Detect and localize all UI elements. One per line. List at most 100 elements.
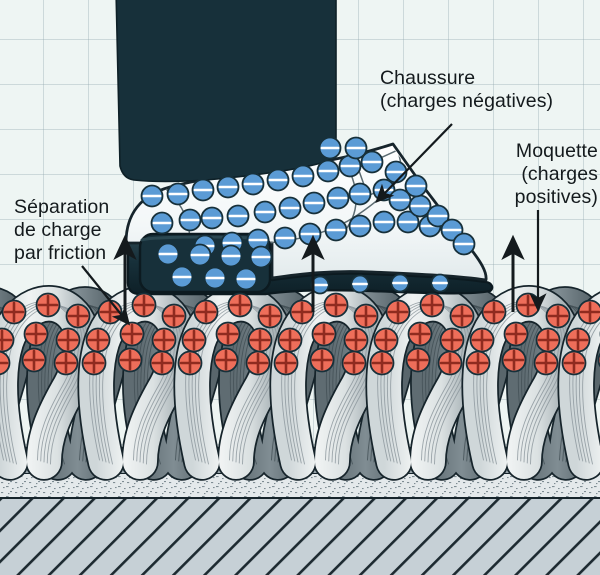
- positive-charge: [53, 350, 79, 376]
- positive-charge: [65, 303, 91, 329]
- negative-charge: [140, 184, 164, 208]
- positive-charge: [81, 350, 107, 376]
- positive-charge: [545, 303, 571, 329]
- positive-charge: [373, 327, 399, 353]
- positive-charge: [407, 321, 433, 347]
- positive-charge: [35, 292, 61, 318]
- negative-charge: [384, 160, 408, 184]
- positive-charge: [561, 350, 587, 376]
- positive-charge: [193, 299, 219, 325]
- positive-charge: [247, 327, 273, 353]
- leader-separation: [81, 265, 131, 326]
- positive-charge: [1, 299, 27, 325]
- leader-chaussure: [375, 123, 453, 203]
- positive-charge: [385, 299, 411, 325]
- positive-charge: [117, 347, 143, 373]
- negative-charge: [156, 242, 180, 266]
- positive-charge: [273, 350, 299, 376]
- negative-charge: [298, 222, 322, 246]
- positive-charge: [227, 292, 253, 318]
- positive-charge: [213, 347, 239, 373]
- negative-charge: [234, 267, 258, 291]
- positive-charge: [151, 327, 177, 353]
- positive-charge: [257, 303, 283, 329]
- negative-charge: [291, 164, 315, 188]
- positive-charge: [353, 303, 379, 329]
- negative-charges-group: [140, 136, 476, 295]
- positive-charge: [309, 347, 335, 373]
- negative-charge: [452, 232, 476, 256]
- positive-charge: [449, 303, 475, 329]
- positive-charge: [437, 350, 463, 376]
- negative-charge: [372, 210, 396, 234]
- negative-charge: [266, 168, 290, 192]
- positive-charge: [501, 347, 527, 373]
- positive-charge: [215, 321, 241, 347]
- negative-charge: [170, 265, 194, 289]
- negative-charge: [178, 208, 202, 232]
- positive-charge: [161, 303, 187, 329]
- carpet-loop: [557, 291, 600, 481]
- positive-charge: [577, 299, 600, 325]
- negative-charge: [348, 182, 372, 206]
- negative-charge: [326, 186, 350, 210]
- positive-charge: [119, 321, 145, 347]
- leader-lines-group: [81, 123, 547, 326]
- positive-charge: [85, 327, 111, 353]
- positive-charge: [469, 327, 495, 353]
- friction-arrows-group: [113, 234, 525, 312]
- positive-charge: [481, 299, 507, 325]
- negative-charge: [219, 244, 243, 268]
- negative-charge: [338, 154, 362, 178]
- negative-charge: [246, 228, 270, 252]
- positive-charge: [0, 327, 15, 353]
- label-chaussure: Chaussure (charges négatives): [380, 67, 554, 112]
- trouser-leg: [115, 0, 337, 183]
- negative-charge: [226, 204, 250, 228]
- positive-charge: [503, 321, 529, 347]
- negative-charge: [360, 150, 384, 174]
- negative-charge: [324, 218, 348, 242]
- negative-charge: [404, 174, 428, 198]
- positive-charge: [533, 350, 559, 376]
- negative-charge: [241, 172, 265, 196]
- label-separation: Séparation de charge par friction: [14, 196, 110, 264]
- negative-charge: [302, 191, 326, 215]
- positive-charge: [323, 292, 349, 318]
- positive-charges-group: [0, 292, 600, 376]
- positive-charge: [535, 327, 561, 353]
- negative-charge: [273, 226, 297, 250]
- positive-charge: [565, 327, 591, 353]
- positive-charge: [23, 321, 49, 347]
- positive-charge: [277, 327, 303, 353]
- positive-charge: [181, 327, 207, 353]
- label-moquette: Moquette (charges positives): [514, 140, 598, 208]
- positive-charge: [177, 350, 203, 376]
- negative-charge: [253, 200, 277, 224]
- negative-charge: [191, 178, 215, 202]
- negative-charge: [249, 245, 273, 269]
- negative-charge: [188, 243, 212, 267]
- positive-charge: [0, 350, 11, 376]
- negative-charge: [318, 136, 342, 160]
- negative-charge: [200, 206, 224, 230]
- positive-charge: [439, 327, 465, 353]
- positive-charge: [131, 292, 157, 318]
- positive-charge: [369, 350, 395, 376]
- negative-charge: [426, 204, 450, 228]
- negative-charge: [348, 214, 372, 238]
- positive-charge: [405, 347, 431, 373]
- positive-charge: [149, 350, 175, 376]
- negative-charge: [166, 182, 190, 206]
- positive-charge: [419, 292, 445, 318]
- negative-charge: [344, 136, 368, 160]
- negative-charge: [430, 273, 450, 293]
- negative-charge: [316, 159, 340, 183]
- positive-charge: [343, 327, 369, 353]
- negative-charge: [203, 266, 227, 290]
- positive-charge: [289, 299, 315, 325]
- positive-charge: [515, 292, 541, 318]
- positive-charge: [311, 321, 337, 347]
